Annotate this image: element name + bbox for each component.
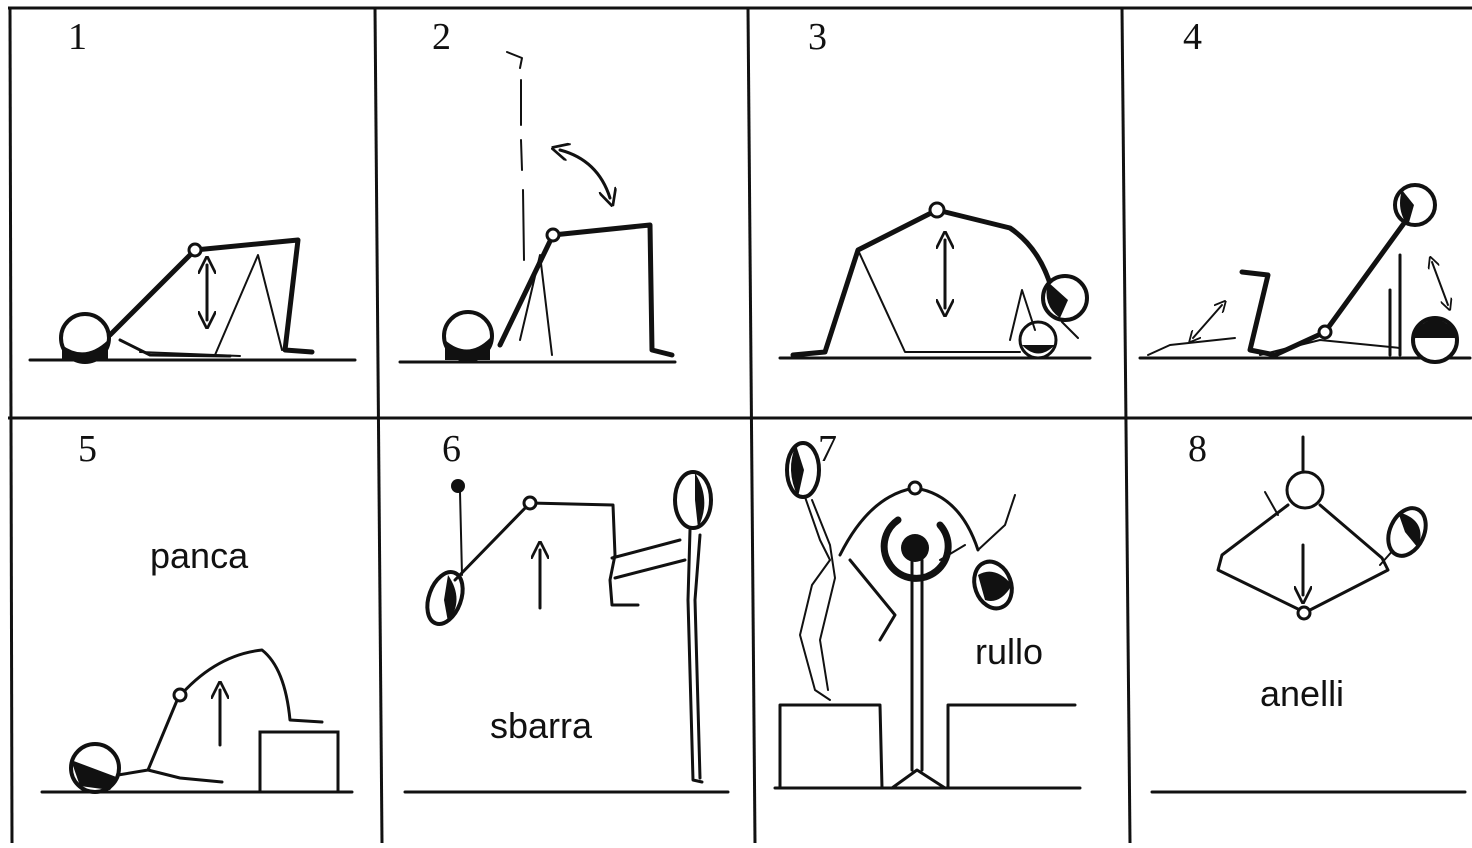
joint-icon — [909, 482, 921, 494]
joint-icon — [547, 229, 559, 241]
panel-label-8: anelli — [1260, 676, 1344, 712]
joint-icon — [1319, 326, 1331, 338]
panel-number-7: 7 — [818, 430, 837, 468]
panel-5-figure — [42, 650, 352, 792]
bench — [260, 732, 338, 792]
joint-icon — [524, 497, 536, 509]
panel-2-figure — [400, 52, 675, 362]
panel-number-5: 5 — [78, 430, 97, 468]
joint-icon — [930, 203, 944, 217]
grid-lines — [8, 8, 1472, 843]
panel-7-figure — [775, 443, 1080, 788]
panel-label-5: panca — [150, 538, 248, 574]
head-icon — [675, 472, 711, 528]
panel-number-1: 1 — [68, 18, 87, 56]
ring-icon — [1287, 472, 1323, 508]
joint-icon — [189, 244, 201, 256]
panel-number-4: 4 — [1183, 18, 1202, 56]
panel-label-6: sbarra — [490, 708, 592, 744]
arrow-icon — [1193, 305, 1222, 338]
panel-label-7: rullo — [975, 634, 1043, 670]
joint-icon — [174, 689, 186, 701]
panel-number-3: 3 — [808, 18, 827, 56]
arrow-icon — [560, 150, 610, 198]
panel-number-6: 6 — [442, 430, 461, 468]
panel-4-figure — [1140, 185, 1470, 362]
panel-number-8: 8 — [1188, 430, 1207, 468]
joint-icon — [1298, 607, 1310, 619]
arrow-icon — [1432, 262, 1448, 305]
panel-8-figure — [1152, 437, 1465, 792]
panel-1-figure — [30, 240, 355, 362]
panel-3-figure — [780, 203, 1090, 358]
panel-number-2: 2 — [432, 18, 451, 56]
